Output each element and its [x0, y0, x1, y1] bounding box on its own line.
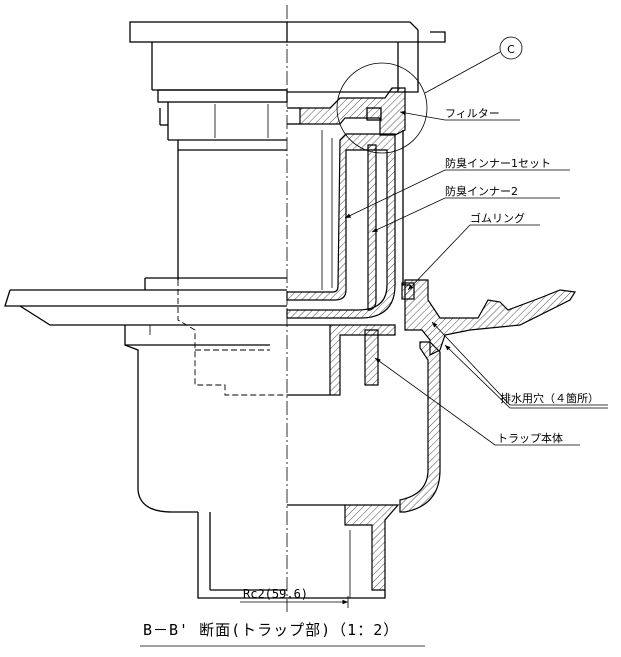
label-drain-holes: 排水用穴（４箇所）: [500, 391, 599, 405]
detail-circle-c: C: [336, 36, 523, 154]
label-filter: フィルター: [445, 107, 500, 120]
dimension-rc2: Rc2(59.6): [240, 587, 349, 608]
section-caption: B－B' 断面(トラップ部)（1：2）: [143, 621, 399, 639]
label-trap-inner-2: 防臭インナー2: [445, 184, 518, 198]
label-rubber-ring: ゴムリング: [470, 211, 525, 225]
label-trap-body: トラップ本体: [497, 431, 563, 445]
callout-c-label: C: [507, 43, 515, 56]
section-half-view: [286, 21, 577, 599]
label-trap-inner-1: 防臭インナー1セット: [445, 156, 551, 170]
exterior-half-view: [4, 21, 288, 599]
leader-lines: [344, 110, 608, 446]
dimension-label: Rc2(59.6): [243, 587, 308, 601]
